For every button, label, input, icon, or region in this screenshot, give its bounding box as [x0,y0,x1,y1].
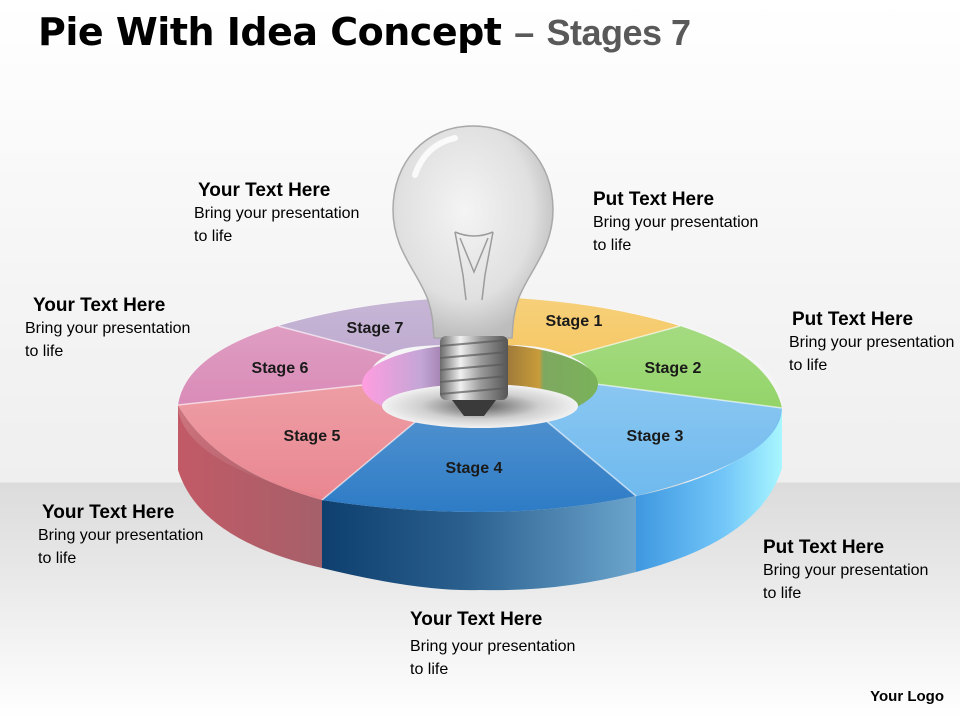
callout-body: Bring your presentation to life [763,562,929,602]
stage-label-6: Stage 6 [252,360,309,377]
callout-left: Your Text Here Bring your presentation t… [25,295,195,363]
callout-heading: Put Text Here [763,537,885,558]
callout-top-left: Your Text Here Bring your presentation t… [194,180,364,248]
callout-body: Bring your presentation to life [410,638,576,678]
callout-bottom: Your Text Here Bring your presentation t… [410,609,580,681]
slide-title: Pie With Idea Concept – Stages 7 [38,10,691,54]
callout-body: Bring your presentation to life [194,205,360,245]
stage-label-2: Stage 2 [645,360,702,377]
stage-labels: Stage 1 Stage 2 Stage 3 Stage 4 Stage 5 … [252,313,702,477]
callout-body: Bring your presentation to life [38,527,204,567]
stage-label-1: Stage 1 [546,313,603,330]
lightbulb-icon [392,125,554,416]
stage-label-7: Stage 7 [347,320,404,337]
title-separator: – [514,12,534,53]
stage-label-3: Stage 3 [627,428,684,445]
callout-body: Bring your presentation to life [25,320,191,360]
callout-heading: Your Text Here [410,609,543,630]
stage-label-4: Stage 4 [446,460,503,477]
callout-heading: Your Text Here [42,502,175,523]
stage-label-5: Stage 5 [284,428,341,445]
callout-bottom-left: Your Text Here Bring your presentation t… [38,502,208,570]
callout-heading: Your Text Here [33,295,166,316]
callout-heading: Put Text Here [593,189,715,210]
callout-body: Bring your presentation to life [593,214,759,254]
callout-top-right: Put Text Here Bring your presentation to… [593,189,763,257]
callout-bottom-right: Put Text Here Bring your presentation to… [763,537,933,605]
logo-text: Your Logo [870,688,944,705]
callout-right: Put Text Here Bring your presentation to… [789,309,959,377]
title-main: Pie With Idea Concept [38,10,502,54]
callout-body: Bring your presentation to life [789,334,955,374]
callout-heading: Your Text Here [198,180,331,201]
callout-heading: Put Text Here [792,309,914,330]
title-subtitle: Stages 7 [546,12,691,53]
